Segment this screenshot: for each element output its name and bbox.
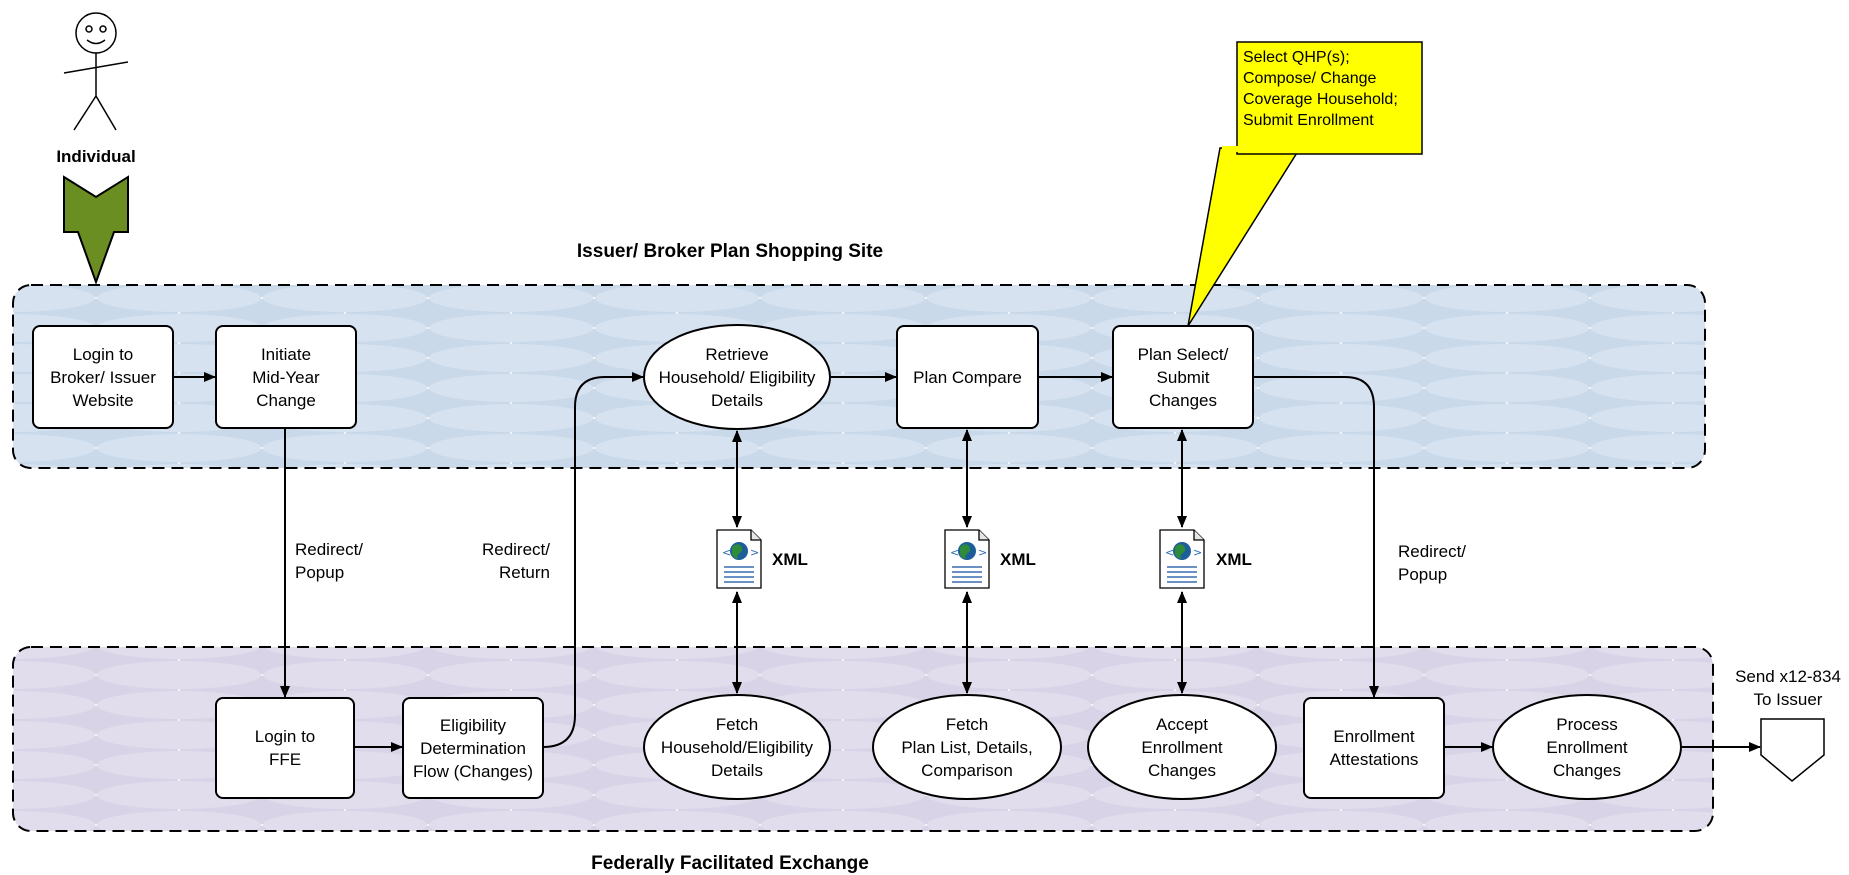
node-accept-enrollment xyxy=(1087,694,1277,800)
offpage-connector xyxy=(1760,718,1825,782)
node-fetch-plan xyxy=(872,694,1062,800)
node-label: Process Enrollment Changes xyxy=(1546,714,1628,780)
swimlane-top-title: Issuer/ Broker Plan Shopping Site xyxy=(576,241,884,262)
xml-label: XML xyxy=(772,550,808,569)
edge-label-send-issuer: Send x12-834 To Issuer xyxy=(1735,667,1841,709)
callout-box xyxy=(1236,41,1423,155)
node-label: Enrollment Attestations xyxy=(1329,727,1419,769)
node-fetch-household xyxy=(643,694,831,800)
node-label: Plan Select/ Submit Changes xyxy=(1137,344,1229,410)
xml-document-icon xyxy=(944,529,990,589)
xml-label: XML xyxy=(1216,550,1252,569)
node-label: Initiate Mid-Year Change xyxy=(252,344,320,410)
actor-entry-arrow xyxy=(63,175,129,285)
edge-label-redirect-popup: Redirect/ Popup xyxy=(1398,542,1467,584)
callout-text: Select QHP(s); Compose/ Change Coverage … xyxy=(1243,49,1398,129)
node-label: Login to FFE xyxy=(254,727,316,769)
edge-label-redirect-popup: Redirect/ Popup xyxy=(295,540,364,582)
node-label: Login to Broker/ Issuer Website xyxy=(50,344,156,410)
node-label: Plan Compare xyxy=(913,367,1022,387)
actor-figure xyxy=(63,12,129,131)
node-label: Fetch Household/Eligibility Details xyxy=(660,714,814,780)
xml-label: XML xyxy=(1000,550,1036,569)
node-label: Retrieve Household/ Eligibility Details xyxy=(658,344,816,410)
edge-eligibility-to-retrieve xyxy=(542,372,644,748)
edge-select-to-attestations xyxy=(1253,376,1379,698)
swimlane-bottom-title: Federally Facilitated Exchange xyxy=(591,853,869,874)
node-label: Accept Enrollment Changes xyxy=(1141,714,1223,780)
xml-document-icon xyxy=(1159,529,1205,589)
edge-label-redirect-return: Redirect/ Return xyxy=(481,540,550,582)
node-label: Fetch Plan List, Details, Comparison xyxy=(901,714,1033,780)
node-label: Eligibility Determination Flow (Changes) xyxy=(413,715,533,781)
xml-document-icon xyxy=(716,529,762,589)
actor-label: Individual xyxy=(56,147,136,166)
